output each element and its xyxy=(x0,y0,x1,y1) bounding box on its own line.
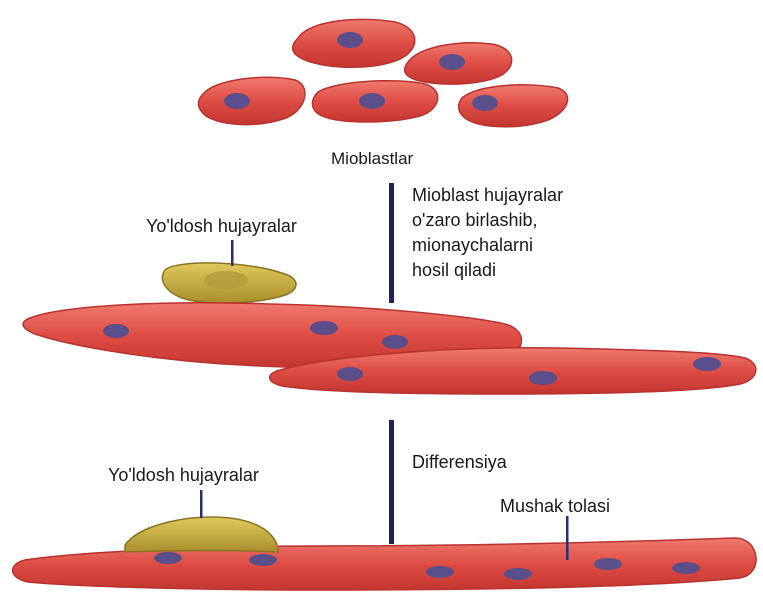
muscle-fiber xyxy=(13,538,756,590)
muscle-fiber-body xyxy=(13,538,756,590)
fiber-nucleus xyxy=(154,552,182,564)
step1-line: hosil qiladi xyxy=(412,258,563,283)
myotube-nucleus xyxy=(529,371,557,385)
step1-line: o'zaro birlashib, xyxy=(412,208,563,233)
myoblast-nucleus xyxy=(359,93,385,109)
step1-line: mionaychalarni xyxy=(412,233,563,258)
satellite-pointer-bottom xyxy=(200,490,203,518)
process-arrow-1 xyxy=(389,183,394,303)
myoblast-cell xyxy=(198,77,305,124)
muscle-fiber-label: Mushak tolasi xyxy=(500,494,610,519)
satellite-nucleus xyxy=(204,271,248,289)
myotube-nucleus xyxy=(103,324,129,338)
myotube-nucleus xyxy=(310,321,338,335)
step1-description: Mioblast hujayralar o'zaro birlashib, mi… xyxy=(412,183,563,283)
satellite-label-top: Yo'ldosh hujayralar xyxy=(146,214,297,239)
fiber-nucleus xyxy=(504,568,532,580)
satellite-cell-bottom xyxy=(125,517,278,552)
process-arrow-2 xyxy=(389,420,394,544)
fiber-nucleus xyxy=(426,566,454,578)
step1-line: Mioblast hujayralar xyxy=(412,183,563,208)
myoblast-nucleus xyxy=(439,54,465,70)
myoblast-nucleus xyxy=(224,93,250,109)
myotube-nucleus xyxy=(382,335,408,349)
myotube-nucleus xyxy=(693,357,721,371)
myotubes xyxy=(23,303,756,394)
differentiation-label: Differensiya xyxy=(412,450,507,475)
myoblast-nucleus xyxy=(337,32,363,48)
fiber-nucleus xyxy=(249,554,277,566)
myoblasts-label: Mioblastlar xyxy=(331,147,413,171)
myoblast-cells xyxy=(198,19,567,126)
myoblast-nucleus xyxy=(472,95,498,111)
myotube-nucleus xyxy=(337,367,363,381)
fiber-nucleus xyxy=(672,562,700,574)
satellite-pointer-top xyxy=(231,240,234,266)
fiber-nucleus xyxy=(594,558,622,570)
satellite-label-bottom: Yo'ldosh hujayralar xyxy=(108,463,259,488)
muscle-fiber-pointer xyxy=(566,516,569,560)
